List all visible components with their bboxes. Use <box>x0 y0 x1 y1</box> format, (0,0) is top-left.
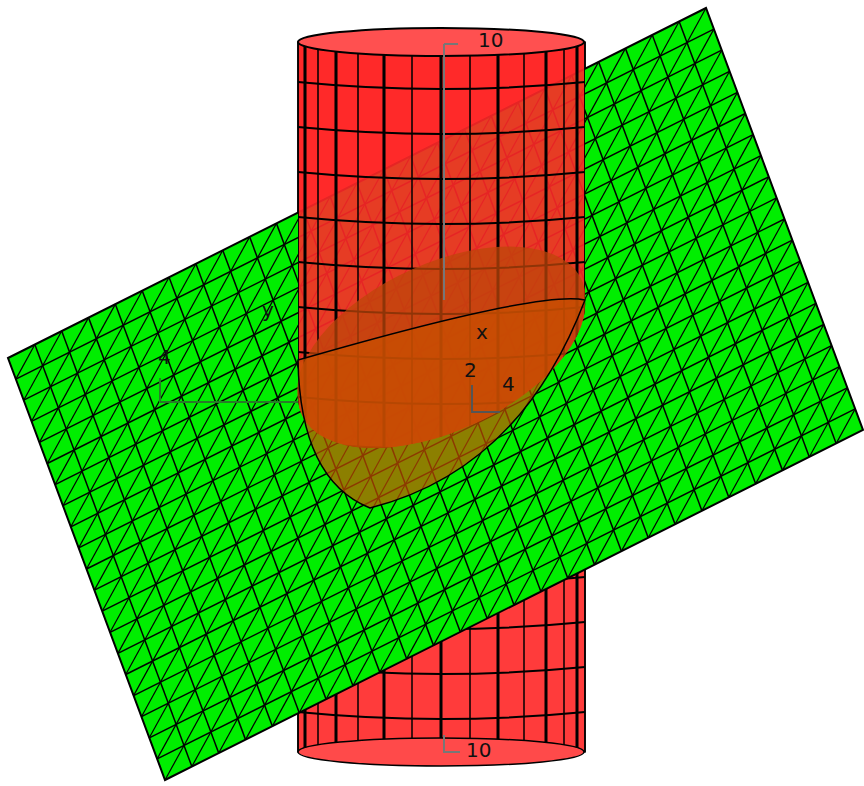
plot-line <box>71 250 223 526</box>
plot-line <box>595 219 785 565</box>
plot-line <box>621 240 792 551</box>
axis-label: 2 <box>464 360 477 380</box>
plot-line <box>298 172 585 179</box>
plot-line <box>298 712 585 719</box>
plot-line <box>584 42 586 520</box>
plot-line <box>16 345 35 380</box>
axis-lines <box>160 44 500 752</box>
plot-line <box>63 264 196 506</box>
plane-surface <box>8 8 863 780</box>
cylinder-cap <box>298 28 584 56</box>
plot-line <box>102 196 330 611</box>
plot-line <box>24 331 62 400</box>
axis-label: 4 <box>158 347 171 367</box>
axis-label: 4 <box>502 374 515 394</box>
plot-line <box>298 127 585 134</box>
axis-label: 10 <box>478 30 503 50</box>
plot-line <box>648 261 800 537</box>
plot-line <box>702 303 816 510</box>
intersection-region <box>298 299 585 508</box>
plot-line <box>298 82 585 89</box>
plot-line <box>304 42 307 520</box>
plot-line <box>47 291 142 464</box>
plot-line <box>809 388 847 457</box>
plot-line <box>836 409 855 444</box>
plot-line <box>79 237 250 548</box>
cylinder-upper-clip <box>298 42 585 520</box>
axis-label: 10 <box>466 740 491 760</box>
plot-line <box>39 304 115 442</box>
cylinder-upper <box>297 28 585 520</box>
plane-face <box>8 8 863 780</box>
cylinder-body <box>298 42 585 520</box>
cylinder-cap <box>298 738 584 766</box>
axis-label: y <box>262 300 274 320</box>
plot-line <box>756 346 832 484</box>
plot-line <box>272 35 652 726</box>
plot-line <box>55 277 169 484</box>
plot-line <box>568 198 777 578</box>
axis-label: x <box>476 322 488 342</box>
plot-line <box>298 42 299 520</box>
plot-line <box>87 223 277 569</box>
plot-line <box>729 325 824 498</box>
plot-line <box>675 282 808 524</box>
cylinder-upper-part <box>298 42 585 520</box>
plot-line <box>298 217 585 224</box>
plot-line <box>94 210 303 590</box>
